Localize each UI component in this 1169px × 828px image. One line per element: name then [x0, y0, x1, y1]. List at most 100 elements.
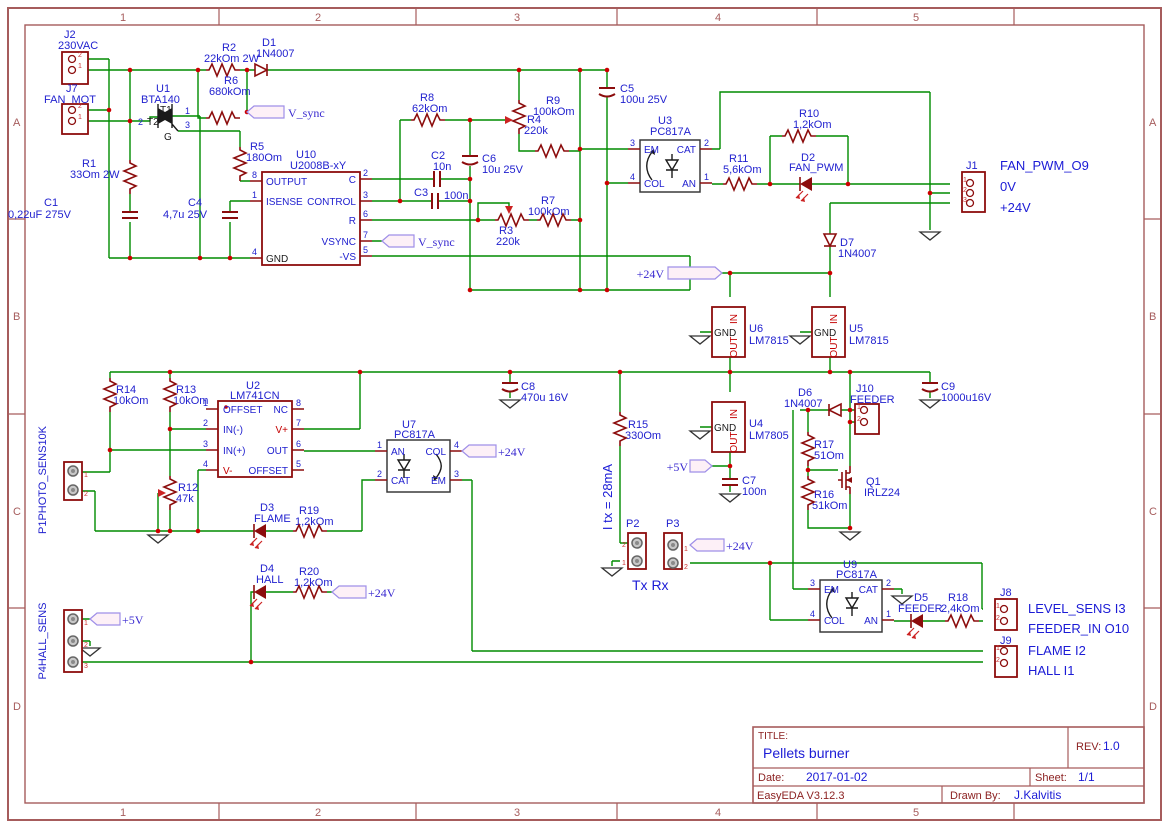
- component-D6[interactable]: D6 1N4007: [784, 387, 842, 417]
- title-block: TITLE: Pellets burner REV: 1.0 Date: 201…: [752, 726, 1145, 804]
- value-label: IRLZ24: [864, 487, 900, 499]
- component-C1[interactable]: C1 0,22uF 275V: [8, 197, 139, 221]
- component-Q1[interactable]: Q1 IRLZ24: [838, 466, 900, 499]
- component-R4[interactable]: R4 220k: [505, 99, 548, 137]
- ref-label: D6: [798, 387, 812, 399]
- component-U6[interactable]: IN GND OUT U6 LM7815: [711, 306, 789, 358]
- netflag-24v-p3[interactable]: +24V: [689, 538, 754, 553]
- ref-label: R11: [729, 153, 748, 165]
- ref-label: R18: [948, 592, 968, 604]
- component-U5[interactable]: IN GND OUT U5 LM7815: [811, 306, 889, 358]
- netflag-5v-p4[interactable]: +5V: [89, 612, 144, 627]
- component-U9[interactable]: U9 PC817A EM COL CAT AN 3 4 2 1: [808, 559, 894, 633]
- component-P1[interactable]: P1PHOTO_SENS10K 1 2: [37, 425, 88, 534]
- component-D2[interactable]: D2 FAN_PWM: [789, 152, 843, 203]
- component-C2[interactable]: C2 10n: [431, 150, 451, 188]
- component-R12[interactable]: R12 47k: [158, 475, 198, 511]
- frame-col: 3: [514, 12, 520, 24]
- component-U7[interactable]: U7 PC817A AN CAT COL EM 1 2 4 3: [375, 419, 462, 493]
- component-U2[interactable]: U2 LM741CN OFFSET IN(-) IN(+) V- NC V+ O…: [203, 380, 304, 478]
- netflag-vsync-1[interactable]: V_sync: [246, 105, 325, 120]
- pin-number: 2: [138, 117, 143, 127]
- component-R16[interactable]: R16 51kOm: [801, 475, 847, 512]
- pin-name: OUT: [267, 446, 288, 457]
- ref-label: J2: [64, 29, 76, 41]
- ref-label: U1: [156, 83, 170, 95]
- pin-number: 2: [996, 657, 1000, 664]
- component-R3[interactable]: R3 220k: [494, 206, 530, 248]
- component-R11[interactable]: R11 5,6kOm: [722, 153, 762, 191]
- frame-row: A: [13, 117, 21, 129]
- pin-number: 1: [377, 440, 382, 450]
- component-R2[interactable]: R2 22kOm 2W: [204, 42, 260, 77]
- component-C5[interactable]: C5 100u 25V: [598, 83, 668, 106]
- component-C7[interactable]: C7 100n: [721, 475, 766, 498]
- netflag-24v-rail[interactable]: +24V: [637, 266, 723, 281]
- ref-label: J7: [66, 83, 78, 95]
- netflag-vsync-2[interactable]: V_sync: [381, 234, 455, 249]
- frame-row: B: [1149, 311, 1156, 323]
- pin-number: 1: [857, 404, 861, 411]
- component-D7[interactable]: D7 1N4007: [823, 233, 877, 260]
- component-U4[interactable]: IN GND OUT U4 LM7805: [711, 401, 789, 453]
- pin-number: 8: [296, 398, 301, 408]
- component-P3[interactable]: P3 1 2: [663, 518, 688, 571]
- component-R18[interactable]: R18 2,4kOm: [941, 592, 980, 628]
- ref-label: U6: [749, 323, 763, 335]
- component-R6[interactable]: R6 680kOm: [205, 75, 251, 125]
- pin-number: 4: [810, 609, 815, 619]
- pin-number: 2: [84, 491, 88, 498]
- frame-col: 1: [120, 12, 126, 24]
- ref-label: C2: [431, 150, 445, 162]
- component-J2[interactable]: J2 230VAC 2 1: [58, 29, 98, 85]
- netflag-24v-r20[interactable]: +24V: [331, 585, 396, 600]
- component-D1[interactable]: D1 1N4007: [254, 37, 295, 77]
- component-R13[interactable]: R13 10kOm: [163, 377, 208, 413]
- component-P4[interactable]: P4HALL_SENS 1 2 3: [37, 602, 88, 679]
- component-U1-triac[interactable]: U1 BTA140 2 T2 T1 1 3 G: [138, 83, 190, 143]
- frame-row: C: [1149, 506, 1157, 518]
- component-J9[interactable]: J9 1 2: [994, 635, 1018, 678]
- component-C9[interactable]: C9 1000u16V: [921, 381, 992, 404]
- component-C4[interactable]: C4 4,7u 25V: [163, 197, 239, 221]
- component-R5[interactable]: R5 180Om: [233, 141, 282, 182]
- component-R9[interactable]: R9 100kOm: [533, 95, 575, 158]
- title-label: TITLE:: [758, 731, 788, 742]
- component-U10[interactable]: U10 U2008B-xY OUTPUT ISENSE GND C CONTRO…: [250, 149, 372, 266]
- component-R8[interactable]: R8 62kOm: [410, 92, 447, 127]
- component-J8[interactable]: J8 1 2: [994, 587, 1018, 631]
- frame-col: 2: [315, 807, 321, 819]
- component-D3[interactable]: D3 FLAME: [249, 502, 291, 550]
- component-C6[interactable]: C6 10u 25V: [461, 153, 524, 176]
- component-R20[interactable]: R20 1,2kOm: [292, 566, 333, 599]
- component-R14[interactable]: R14 10kOm: [103, 377, 148, 413]
- component-U3[interactable]: U3 PC817A EM COL CAT AN 3 4 2 1: [628, 115, 712, 193]
- frame-col: 4: [715, 807, 721, 819]
- component-R10[interactable]: R10 1,2kOm: [781, 108, 832, 143]
- component-C8[interactable]: C8 470u 16V: [501, 381, 569, 404]
- component-J1[interactable]: J1 1 2 3: [961, 160, 986, 213]
- pin-number: 2: [363, 168, 368, 178]
- component-D4[interactable]: D4 HALL: [249, 563, 284, 611]
- netflag-5v-u4[interactable]: +5V: [667, 459, 713, 474]
- value-label: 220k: [496, 236, 520, 248]
- component-J7[interactable]: J7 FAN_MOT 2 1: [44, 83, 96, 135]
- netflag-24v-u7[interactable]: +24V: [461, 444, 526, 459]
- pin-name: GND: [714, 423, 736, 434]
- component-R17[interactable]: R17 51Om: [801, 431, 844, 467]
- ref-label: R19: [299, 505, 319, 517]
- pin-number: 1: [996, 603, 1000, 610]
- value-label: 1N4007: [784, 398, 823, 410]
- frame-row: C: [13, 506, 21, 518]
- component-D5[interactable]: D5 FEEDER: [898, 592, 943, 640]
- pin-name: VSYNC: [322, 237, 356, 248]
- component-R1[interactable]: R1 33Om 2W: [70, 158, 137, 195]
- component-R15[interactable]: R15 330Om: [613, 411, 661, 447]
- component-C3[interactable]: C3 100n: [414, 187, 468, 210]
- component-R19[interactable]: R19 1,2kOm: [292, 505, 334, 538]
- pin-name: OUTPUT: [266, 177, 307, 188]
- component-P2[interactable]: P2 2 1: [622, 518, 647, 570]
- component-R7[interactable]: R7 100kOm: [528, 195, 572, 227]
